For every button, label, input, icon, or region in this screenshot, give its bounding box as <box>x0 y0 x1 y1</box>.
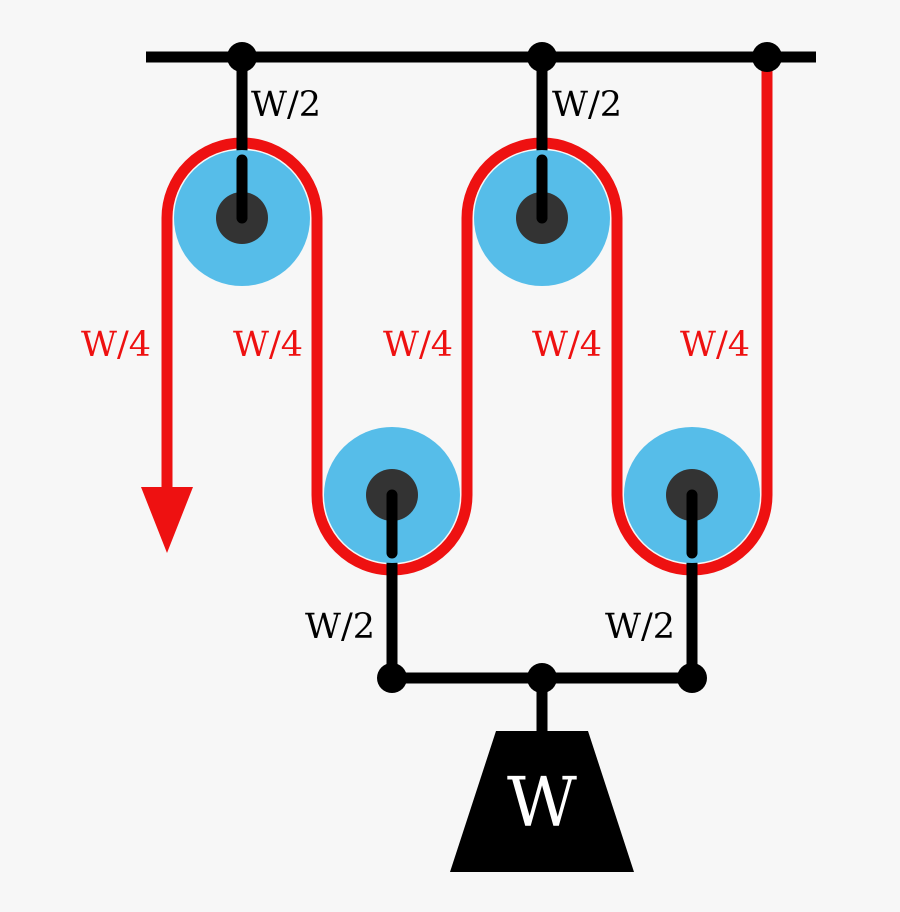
rope-tension-label-1: W/4 <box>81 325 151 365</box>
rope-tension-label-2: W/4 <box>233 325 303 365</box>
spreader-attachment-dot-middle <box>527 663 557 693</box>
beam-attachment-dot-right <box>752 42 782 72</box>
rope-tension-label-5: W/4 <box>680 325 750 365</box>
weight-label: W <box>507 764 577 843</box>
tension-label-top-left: W/2 <box>251 85 321 125</box>
tension-label-top-middle: W/2 <box>552 85 622 125</box>
weight-block <box>450 731 634 872</box>
axle-stubs <box>236 154 698 559</box>
spreader-attachment-dot-left <box>377 663 407 693</box>
rope-tension-label-4: W/4 <box>532 325 602 365</box>
rope-tension-label-3: W/4 <box>383 325 453 365</box>
beam-attachment-dot-middle <box>527 42 557 72</box>
rope-pull-arrowhead-icon <box>141 487 193 553</box>
rope <box>161 57 773 576</box>
tension-label-bottom-right: W/2 <box>605 607 675 647</box>
pulley-hubs <box>216 192 718 521</box>
beam-attachment-dot-left <box>227 42 257 72</box>
attachment-dots <box>227 42 782 693</box>
tension-label-bottom-left: W/2 <box>305 607 375 647</box>
spreader-attachment-dot-right <box>677 663 707 693</box>
